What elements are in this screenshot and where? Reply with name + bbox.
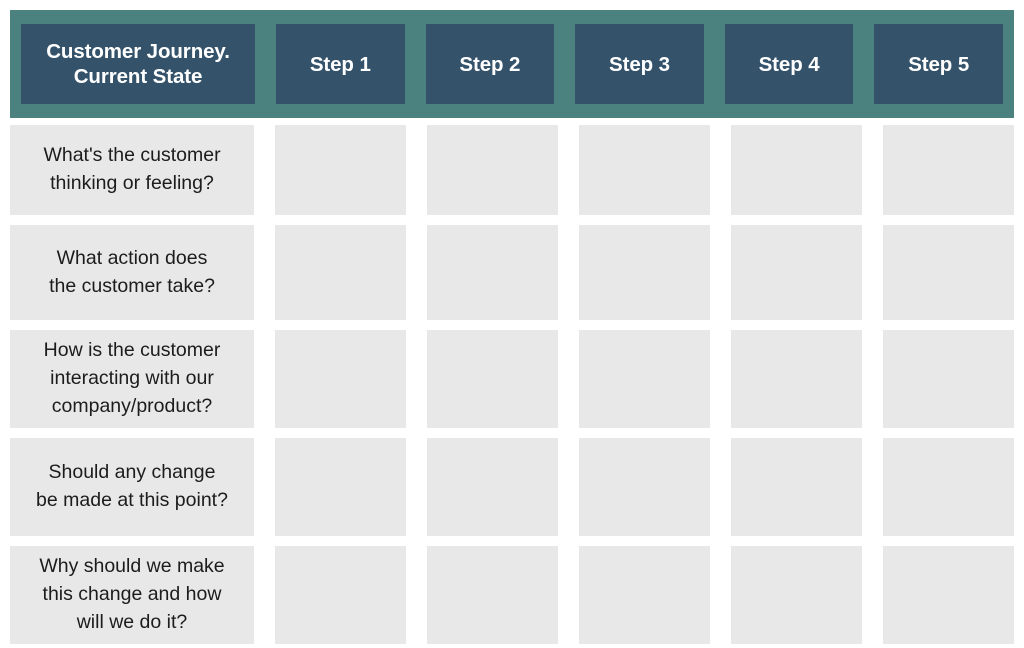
cell-row2-step3[interactable] bbox=[579, 225, 710, 320]
cell-row3-step1[interactable] bbox=[275, 330, 406, 428]
column-header-step-5[interactable]: Step 5 bbox=[874, 24, 1003, 104]
cell-row4-step5[interactable] bbox=[883, 438, 1014, 536]
cell-row1-step3[interactable] bbox=[579, 125, 710, 215]
cell-row5-step1[interactable] bbox=[275, 546, 406, 644]
table-row: How is the customer interacting with our… bbox=[10, 330, 1014, 428]
header-row: Customer Journey. Current State Step 1 S… bbox=[10, 10, 1014, 118]
cell-row4-step4[interactable] bbox=[731, 438, 862, 536]
cell-row4-step1[interactable] bbox=[275, 438, 406, 536]
table-row: What action does the customer take? bbox=[10, 225, 1014, 320]
table-row: Should any change be made at this point? bbox=[10, 438, 1014, 536]
cell-row3-step5[interactable] bbox=[883, 330, 1014, 428]
cell-row5-step4[interactable] bbox=[731, 546, 862, 644]
cell-row4-step2[interactable] bbox=[427, 438, 558, 536]
cell-row1-step5[interactable] bbox=[883, 125, 1014, 215]
cell-row3-step3[interactable] bbox=[579, 330, 710, 428]
cell-row4-step3[interactable] bbox=[579, 438, 710, 536]
row-label-thinking-feeling: What's the customer thinking or feeling? bbox=[10, 125, 254, 215]
cell-row1-step4[interactable] bbox=[731, 125, 862, 215]
column-header-step-3[interactable]: Step 3 bbox=[575, 24, 704, 104]
cell-row3-step2[interactable] bbox=[427, 330, 558, 428]
cell-row1-step1[interactable] bbox=[275, 125, 406, 215]
board-title: Customer Journey. Current State bbox=[21, 24, 255, 104]
table-row: Why should we make this change and how w… bbox=[10, 546, 1014, 644]
column-header-step-1[interactable]: Step 1 bbox=[276, 24, 405, 104]
cell-row2-step5[interactable] bbox=[883, 225, 1014, 320]
journey-grid: What's the customer thinking or feeling?… bbox=[10, 125, 1014, 648]
row-label-customer-action: What action does the customer take? bbox=[10, 225, 254, 320]
row-label-interaction: How is the customer interacting with our… bbox=[10, 330, 254, 428]
column-header-step-4[interactable]: Step 4 bbox=[724, 24, 854, 104]
column-header-step-2[interactable]: Step 2 bbox=[425, 24, 555, 104]
table-row: What's the customer thinking or feeling? bbox=[10, 125, 1014, 215]
cell-row3-step4[interactable] bbox=[731, 330, 862, 428]
cell-row5-step3[interactable] bbox=[579, 546, 710, 644]
cell-row5-step2[interactable] bbox=[427, 546, 558, 644]
cell-row5-step5[interactable] bbox=[883, 546, 1014, 644]
row-label-change-rationale: Why should we make this change and how w… bbox=[10, 546, 254, 644]
cell-row2-step1[interactable] bbox=[275, 225, 406, 320]
row-label-change-needed: Should any change be made at this point? bbox=[10, 438, 254, 536]
cell-row2-step4[interactable] bbox=[731, 225, 862, 320]
cell-row2-step2[interactable] bbox=[427, 225, 558, 320]
cell-row1-step2[interactable] bbox=[427, 125, 558, 215]
